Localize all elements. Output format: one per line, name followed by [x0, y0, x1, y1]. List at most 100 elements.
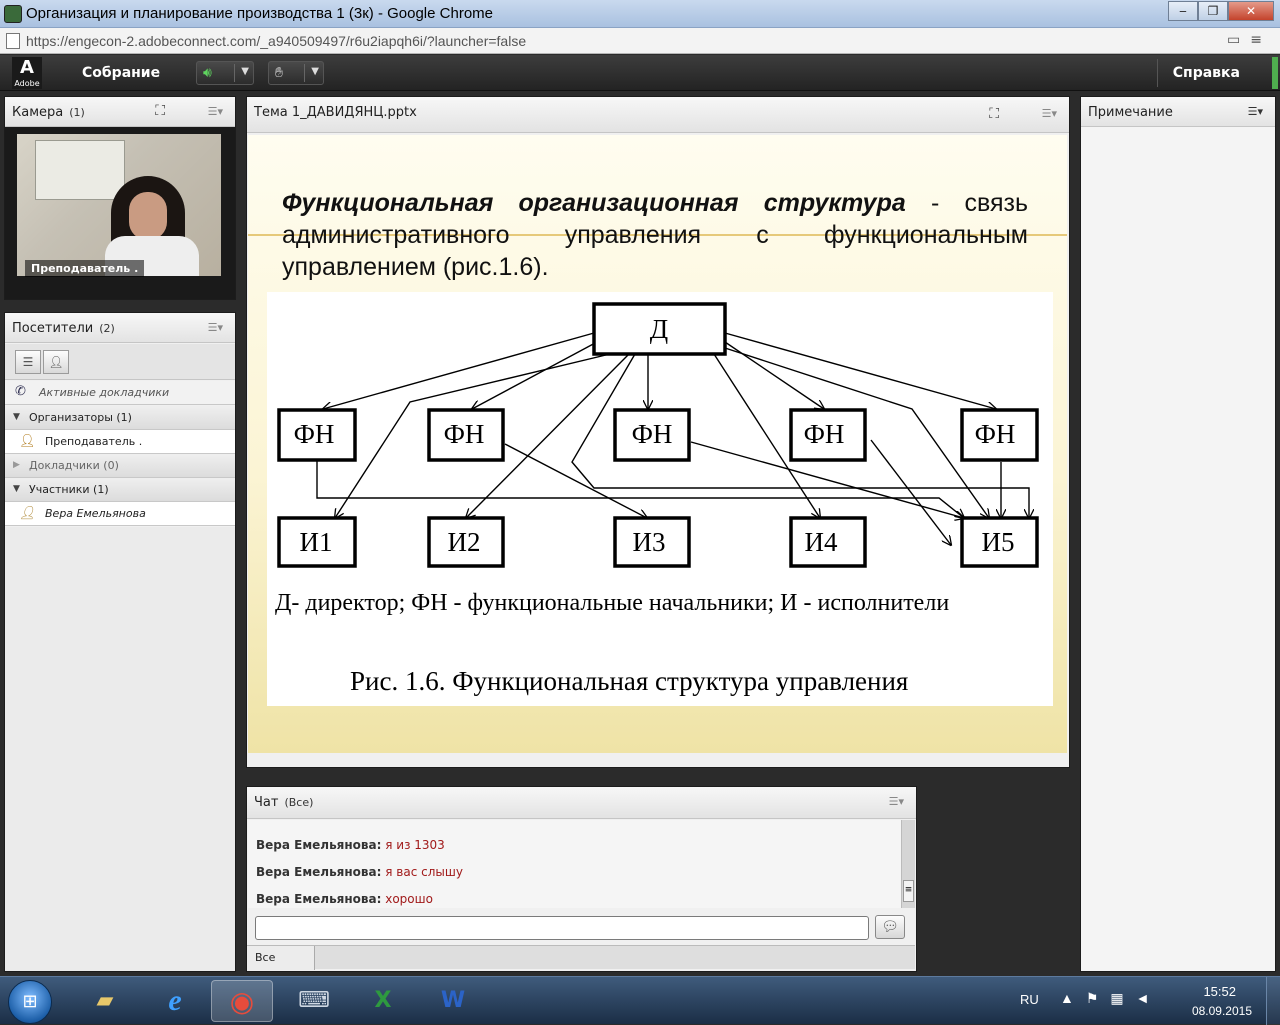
attendees-count: (2): [99, 322, 115, 335]
group-label: Организаторы (1): [29, 411, 132, 424]
chevron-down-icon[interactable]: ▼: [241, 66, 249, 77]
participant-icon: 👤︎: [19, 506, 36, 521]
box-director: Д: [650, 314, 668, 344]
speaker-button[interactable]: 🔊︎ ▼: [196, 61, 254, 85]
camera-user-label: Преподаватель .: [25, 260, 145, 277]
box-head-5: ФН: [975, 419, 1016, 449]
volume-icon[interactable]: ◄: [1135, 990, 1162, 1006]
keyboard-taskbar-button[interactable]: ⌨︎: [283, 980, 345, 1022]
close-button[interactable]: ✕: [1228, 1, 1274, 21]
slide-title-rest: - связь административного управления с ф…: [282, 189, 1028, 281]
pod-menu-icon[interactable]: ☰▾: [1041, 107, 1057, 120]
group-participants[interactable]: ▼ Участники (1): [5, 478, 235, 502]
attendee-item[interactable]: 👤︎ Преподаватель .: [5, 430, 235, 454]
keyboard-icon: ⌨︎: [298, 988, 330, 1013]
show-hidden-icon[interactable]: ▲: [1060, 990, 1086, 1006]
connect-app-bar: A Adobe Собрание 🔊︎ ▼ ✋︎ ▼ Справка: [0, 55, 1280, 91]
minimize-button[interactable]: ‒: [1168, 1, 1198, 21]
chevron-down-icon[interactable]: ▼: [311, 66, 319, 77]
box-executor-1: И1: [300, 527, 333, 557]
diagram-legend: Д- директор; ФН - функциональные начальн…: [275, 590, 949, 616]
slide-title: Функциональная организационная структура…: [282, 187, 1028, 283]
explorer-taskbar-button[interactable]: ▰: [74, 980, 136, 1022]
fullscreen-icon[interactable]: ⛶: [155, 103, 165, 119]
pod-menu-icon[interactable]: ☰▾: [207, 105, 223, 118]
scrollbar-thumb[interactable]: ≡: [903, 880, 914, 902]
clock-time[interactable]: 15:52: [1203, 984, 1236, 999]
share-pod-title: Тема 1_ДАВИДЯНЦ.pptx: [254, 105, 417, 120]
notes-content[interactable]: [1081, 128, 1275, 971]
excel-taskbar-button[interactable]: X: [352, 980, 414, 1022]
ie-icon: e: [168, 984, 182, 1017]
chat-messages: Вера Емельянова: я из 1303 Вера Емельяно…: [248, 820, 901, 908]
language-indicator[interactable]: RU: [1020, 992, 1039, 1007]
video-stream: [17, 134, 221, 276]
user-list-icon[interactable]: 👤︎: [43, 350, 69, 374]
chat-scrollbar[interactable]: ≡: [901, 820, 915, 908]
clock-date[interactable]: 08.09.2015: [1191, 1004, 1252, 1018]
flag-icon[interactable]: ⚑: [1085, 990, 1111, 1006]
collapse-icon[interactable]: ▶: [13, 460, 20, 470]
pod-menu-icon[interactable]: ☰▾: [888, 795, 904, 808]
chat-tab-all[interactable]: Все: [247, 946, 315, 970]
notes-pod: Примечание ☰▾: [1080, 96, 1276, 972]
page-action-icon[interactable]: ▭: [1227, 32, 1251, 48]
notes-pod-title: Примечание: [1088, 105, 1173, 120]
show-desktop-button[interactable]: [1266, 977, 1280, 1025]
chat-message: Вера Емельянова: я вас слышу: [256, 865, 463, 879]
active-speakers-label: Активные докладчики: [39, 386, 170, 399]
org-structure-diagram: Д ФН ФН ФН ФН ФН И1 И2 И3 И4 И5 Д- дирек…: [267, 292, 1053, 706]
box-head-4: ФН: [804, 419, 845, 449]
adobe-logo-text: Adobe: [14, 79, 40, 88]
ie-taskbar-button[interactable]: e: [144, 980, 206, 1022]
attendees-pod-header: Посетители(2) ☰▾: [5, 313, 235, 343]
group-label: Участники (1): [29, 483, 109, 496]
chat-input[interactable]: [255, 916, 869, 940]
attendees-toolbar: ☰ 👤︎: [5, 344, 235, 380]
chat-sender: Вера Емельянова:: [256, 865, 382, 879]
system-tray: RU ▲⚑▦◄ 15:52 08.09.2015: [1000, 977, 1280, 1025]
camera-feed: Преподаватель .: [5, 127, 235, 285]
chat-tab-bar: Все: [247, 945, 915, 970]
box-head-2: ФН: [444, 419, 485, 449]
box-executor-4: И4: [805, 527, 838, 557]
expand-icon[interactable]: ▼: [13, 412, 20, 422]
pod-menu-icon[interactable]: ☰▾: [1247, 105, 1263, 118]
word-taskbar-button[interactable]: W: [422, 980, 484, 1022]
group-label: Докладчики (0): [29, 459, 119, 472]
address-bar: https://engecon-2.adobeconnect.com/_a940…: [0, 28, 1280, 54]
meeting-menu[interactable]: Собрание: [82, 65, 161, 81]
chat-message: Вера Емельянова: я из 1303: [256, 838, 445, 852]
menu-icon[interactable]: ≡: [1250, 32, 1272, 48]
chat-text: хорошо: [385, 892, 433, 906]
chat-pod: Чат(Все) ☰▾ Вера Емельянова: я из 1303 В…: [246, 786, 917, 972]
maximize-button[interactable]: ❐: [1198, 1, 1228, 21]
expand-icon[interactable]: ▼: [13, 484, 20, 494]
word-icon: W: [440, 988, 466, 1013]
status-button[interactable]: ✋︎ ▼: [268, 61, 324, 85]
active-speakers-row: ✆ Активные докладчики: [5, 381, 235, 405]
chrome-taskbar-button[interactable]: ◉: [211, 980, 273, 1022]
start-button[interactable]: ⊞: [8, 980, 52, 1024]
camera-pod: Камера(1) ⛶ ☰▾ Преподаватель .: [4, 96, 236, 300]
help-menu[interactable]: Справка: [1172, 65, 1240, 81]
slide-view: Функциональная организационная структура…: [248, 135, 1067, 753]
group-presenters[interactable]: ▶ Докладчики (0): [5, 454, 235, 478]
pod-menu-icon[interactable]: ☰▾: [207, 321, 223, 334]
chrome-icon: ◉: [229, 985, 255, 1018]
fullscreen-icon[interactable]: ⛶: [989, 106, 999, 122]
network-icon[interactable]: ▦: [1110, 990, 1136, 1006]
chat-sender: Вера Емельянова:: [256, 892, 382, 906]
box-head-3: ФН: [632, 419, 673, 449]
windows-taskbar: ⊞ ▰ e ◉ ⌨︎ X W RU ▲⚑▦◄ 15:52 08.09.2015: [0, 976, 1280, 1025]
attendee-item[interactable]: 👤︎ Вера Емельянова: [5, 502, 235, 526]
send-message-button[interactable]: 💬︎: [875, 915, 905, 939]
connection-indicator: [1272, 57, 1278, 89]
diagram-caption: Рис. 1.6. Функциональная структура управ…: [350, 666, 908, 696]
group-hosts[interactable]: ▼ Организаторы (1): [5, 406, 235, 430]
diagram-svg: Д ФН ФН ФН ФН ФН И1 И2 И3 И4 И5 Д- дирек…: [275, 302, 1039, 696]
user-status-icon: ✋︎: [275, 65, 283, 81]
list-view-icon[interactable]: ☰: [15, 350, 41, 374]
url-field[interactable]: https://engecon-2.adobeconnect.com/_a940…: [26, 33, 527, 49]
chat-text: я из 1303: [385, 838, 445, 852]
